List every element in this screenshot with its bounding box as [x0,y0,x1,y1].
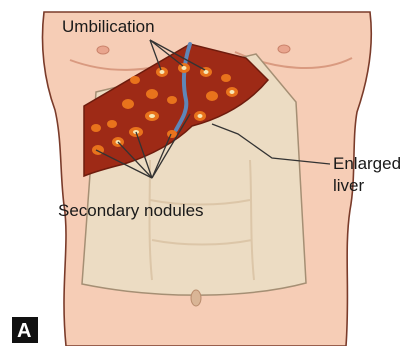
nodule-center [182,66,187,70]
nodule [122,99,134,109]
label-enlarged-liver-line1: Enlarged [333,154,401,173]
left-nipple [97,46,109,54]
nodule [167,96,177,104]
nodule [206,91,218,101]
right-nipple [278,45,290,53]
nodule-center [198,114,203,118]
label-secondary-nodules: Secondary nodules [58,201,204,220]
navel [191,290,201,306]
nodule [91,124,101,132]
nodule-center [230,90,235,94]
nodule-center [160,70,165,74]
nodule [167,130,177,138]
nodule-center [149,114,155,118]
nodule [146,89,158,99]
label-umbilication: Umbilication [62,17,155,36]
nodule [221,74,231,82]
nodule-center [204,70,209,74]
label-enlarged-liver-line2: liver [333,176,365,195]
nodule [130,76,140,84]
nodule [107,120,117,128]
panel-tag: A [17,320,31,342]
